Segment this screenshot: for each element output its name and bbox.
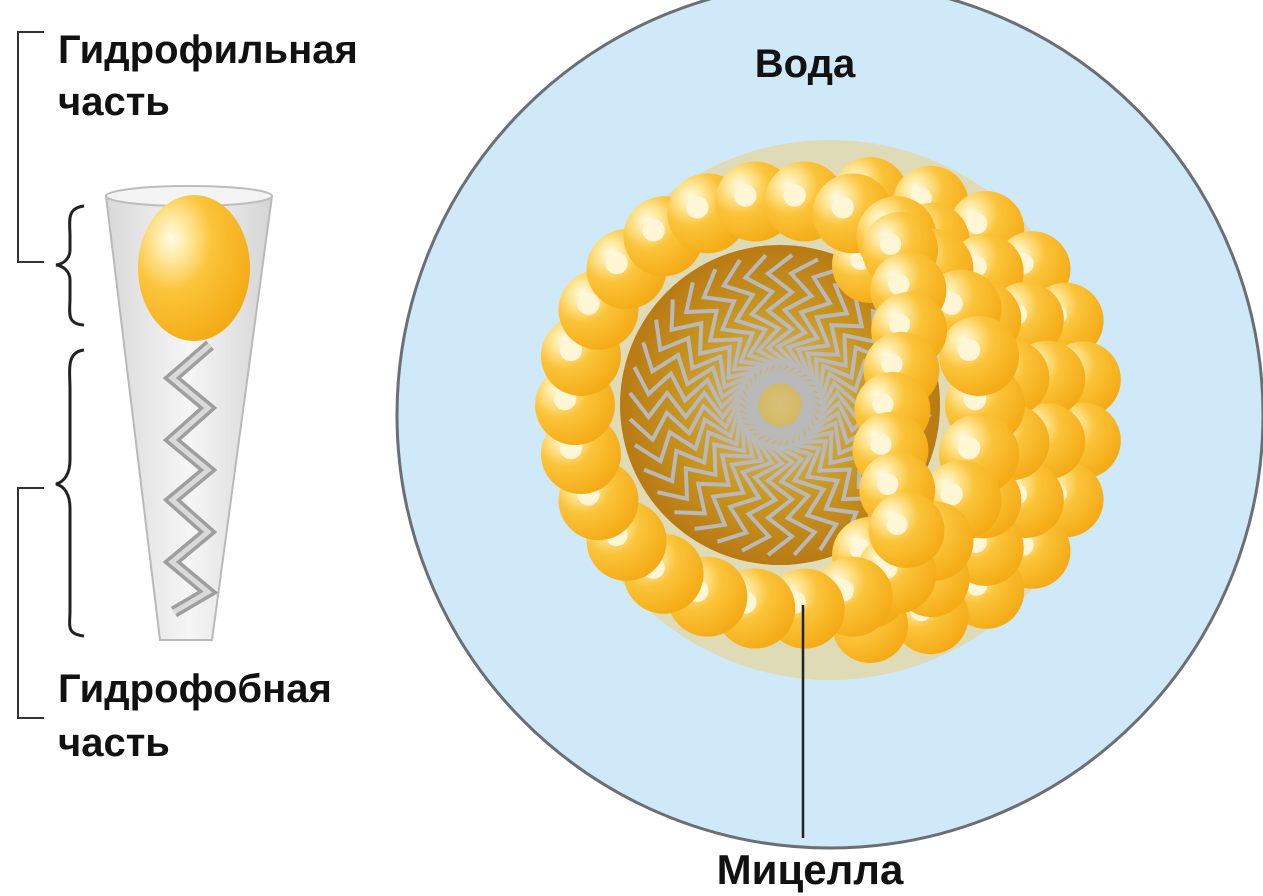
tail-brace-icon (56, 350, 84, 636)
hydrophilic-label-line1: Гидрофильная (58, 28, 358, 72)
surfactant-molecule-icon (106, 186, 272, 640)
hydrophilic-head-icon (138, 195, 250, 341)
head-sphere (939, 316, 1019, 396)
micelle-label: Мицелла (717, 846, 904, 893)
head-brace-icon (56, 206, 84, 325)
hydrophobic-label-line2: часть (58, 721, 170, 765)
hydrophobic-bracket-icon (18, 488, 44, 718)
water-label: Вода (755, 42, 856, 86)
hydrophilic-label-line2: часть (58, 80, 170, 124)
hydrophilic-bracket-icon (18, 32, 44, 262)
head-sphere (869, 492, 945, 568)
hydrophobic-label-line1: Гидрофобная (58, 667, 332, 711)
